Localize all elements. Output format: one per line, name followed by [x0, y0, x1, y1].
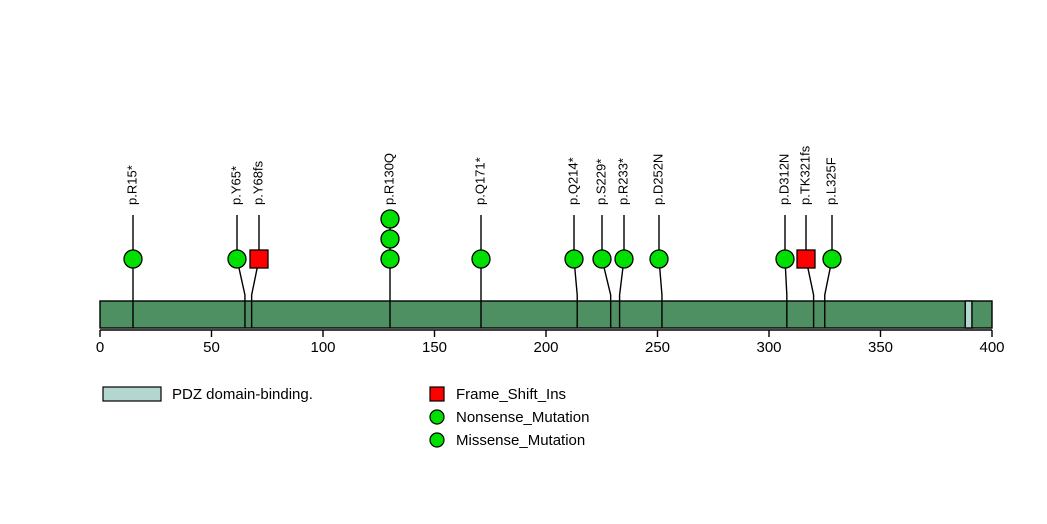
mutation-marker-circle[interactable] — [471, 249, 491, 269]
mutation-marker-circle[interactable] — [380, 209, 400, 229]
protein-bar — [99, 300, 993, 329]
axis-tick-label: 50 — [203, 339, 220, 356]
mutation-label: p.S229* — [593, 159, 608, 205]
mutation-label: p.R233* — [615, 158, 630, 205]
mutation-stem — [824, 215, 833, 328]
mutation-label: p.L325F — [823, 157, 838, 205]
mutation-label: p.Y68fs — [250, 160, 265, 205]
axis-tick-label: 300 — [756, 339, 781, 356]
mutation-label: p.TK321fs — [797, 145, 812, 205]
x-axis: 0 50 100 150 200 250 300 350 400 — [96, 329, 1005, 356]
mutation-stem — [784, 215, 788, 328]
mutation-stem — [573, 215, 578, 328]
mutation-label: p.Q214* — [565, 157, 580, 205]
legend-domain-entry: PDZ domain-binding. — [102, 386, 313, 403]
mutation-label: p.D252N — [650, 154, 665, 205]
legend: PDZ domain-binding. Frame_Shift_InsNonse… — [102, 386, 589, 449]
domain-regions — [964, 300, 973, 329]
mutation-marker-circle[interactable] — [592, 249, 612, 269]
mutation-stem — [250, 215, 260, 328]
mutation-marker-circle[interactable] — [614, 249, 634, 269]
mutation-marker-circle[interactable] — [380, 249, 400, 269]
mutation-marker-circle[interactable] — [649, 249, 669, 269]
mutation-stem — [236, 215, 246, 328]
mutation-label: p.R15* — [124, 165, 139, 205]
axis-tick-label: 250 — [645, 339, 670, 356]
axis-tick-label: 0 — [96, 339, 104, 356]
legend-domain-label: PDZ domain-binding. — [172, 386, 313, 403]
mutation-marker-square[interactable] — [249, 249, 269, 269]
axis-tick-label: 200 — [533, 339, 558, 356]
mutation-label: p.Q171* — [472, 157, 487, 205]
mutation-marker-circle[interactable] — [564, 249, 584, 269]
mutation-stem — [618, 215, 625, 328]
mutation-stem — [601, 215, 612, 328]
mutation-marker-circle[interactable] — [775, 249, 795, 269]
legend-mutation-label: Frame_Shift_Ins — [456, 386, 566, 403]
mutation-label: p.Y65* — [228, 166, 243, 205]
mutation-marker-circle[interactable] — [380, 229, 400, 249]
axis-tick-label: 150 — [422, 339, 447, 356]
legend-swatch-square — [429, 386, 445, 402]
axis-tick-label: 400 — [979, 339, 1004, 356]
mutation-marker-circle[interactable] — [123, 249, 143, 269]
mutation-stem — [805, 215, 815, 328]
axis-ticks: 0 50 100 150 200 250 300 350 400 — [96, 330, 1005, 356]
legend-domain-swatch — [102, 386, 162, 402]
axis-tick-label: 350 — [868, 339, 893, 356]
protein-domain-0 — [964, 300, 973, 329]
legend-swatch-circle — [429, 409, 445, 425]
axis-tick-label: 100 — [310, 339, 335, 356]
mutation-marker-square[interactable] — [796, 249, 816, 269]
legend-mutation-label: Nonsense_Mutation — [456, 409, 589, 426]
protein-backbone — [99, 300, 993, 329]
mutation-marker-circle[interactable] — [822, 249, 842, 269]
mutation-stems — [132, 215, 833, 328]
mutation-label: p.D312N — [776, 154, 791, 205]
legend-mutation-entries: Frame_Shift_InsNonsense_MutationMissense… — [429, 386, 589, 449]
legend-swatch-circle — [429, 432, 445, 448]
mutation-stem — [658, 215, 663, 328]
mutation-labels: p.R15* p.Y65* p.Y68fs p.R130Q p.Q171* p.Q214*… — [124, 145, 838, 205]
mutation-label: p.R130Q — [381, 153, 396, 205]
mutation-heads — [123, 209, 842, 269]
legend-mutation-label: Missense_Mutation — [456, 432, 585, 449]
mutation-marker-circle[interactable] — [227, 249, 247, 269]
